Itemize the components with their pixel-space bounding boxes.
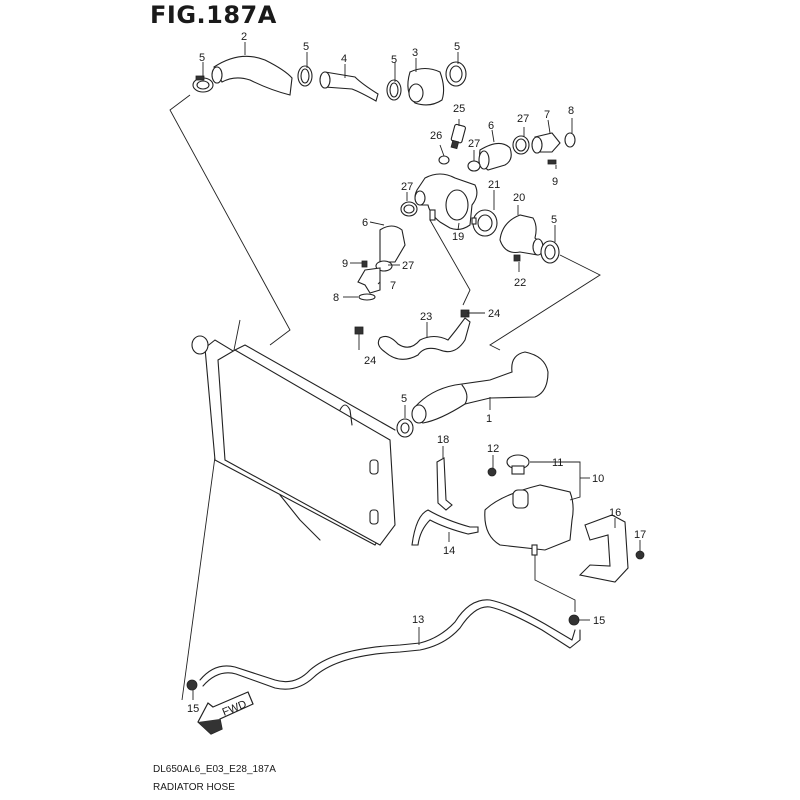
callout-12[interactable]: 12 xyxy=(487,443,499,455)
callout-9[interactable]: 9 xyxy=(342,258,348,270)
callout-1[interactable]: 1 xyxy=(486,413,492,425)
callout-3[interactable]: 3 xyxy=(412,47,418,59)
part-3-hose[interactable] xyxy=(407,67,445,106)
callout-5[interactable]: 5 xyxy=(551,214,557,226)
callout-8[interactable]: 8 xyxy=(568,105,574,117)
part-9-bolt[interactable] xyxy=(547,159,557,165)
callout-25[interactable]: 25 xyxy=(453,103,465,115)
part-17-bolt[interactable] xyxy=(635,550,645,560)
leader-line-tank-drain xyxy=(534,555,576,612)
callout-10[interactable]: 10 xyxy=(592,473,604,485)
callout-23[interactable]: 23 xyxy=(420,311,432,323)
part-5-clamp[interactable] xyxy=(192,75,214,93)
callout-26[interactable]: 26 xyxy=(430,130,442,142)
figure-name: RADIATOR HOSE xyxy=(153,782,235,793)
callout-27[interactable]: 27 xyxy=(401,181,413,193)
part-19-thermostat-housing[interactable] xyxy=(414,173,478,231)
leader-line-hose-1 xyxy=(489,254,601,351)
callout-15[interactable]: 15 xyxy=(187,703,199,715)
part-18-strap[interactable] xyxy=(436,457,453,511)
part-9-bolt[interactable] xyxy=(361,260,368,268)
callout-24[interactable]: 24 xyxy=(488,308,500,320)
callout-5[interactable]: 5 xyxy=(199,52,205,64)
part-5-clamp[interactable] xyxy=(396,418,414,438)
part-15-clamp[interactable] xyxy=(186,679,198,691)
part-6-hose[interactable] xyxy=(478,142,512,171)
callout-17[interactable]: 17 xyxy=(634,529,646,541)
leader-line-radiator-top xyxy=(169,94,291,346)
callout-labels: 2 5 5 4 5 3 5 25 26 6 27 7 8 27 9 27 21 … xyxy=(187,31,646,715)
part-21-thermostat[interactable] xyxy=(471,209,498,237)
radiator xyxy=(191,335,396,546)
part-13-hose[interactable] xyxy=(199,599,581,690)
part-5-clamp[interactable] xyxy=(386,79,402,101)
figure-title: FIG.187A xyxy=(150,1,277,29)
part-16-bracket[interactable] xyxy=(578,514,629,583)
callout-27[interactable]: 27 xyxy=(402,260,414,272)
callout-14[interactable]: 14 xyxy=(443,545,455,557)
callout-5[interactable]: 5 xyxy=(401,393,407,405)
part-20-thermostat-cover[interactable] xyxy=(499,214,544,256)
part-15-clamp[interactable] xyxy=(568,614,580,626)
callout-5[interactable]: 5 xyxy=(391,54,397,66)
part-6-hose[interactable] xyxy=(379,225,406,263)
callout-7[interactable]: 7 xyxy=(544,109,550,121)
part-24-clip[interactable] xyxy=(460,309,470,318)
part-5-clamp[interactable] xyxy=(540,240,560,264)
callout-8[interactable]: 8 xyxy=(333,292,339,304)
part-11-cap[interactable] xyxy=(506,454,530,475)
part-2-hose[interactable] xyxy=(211,55,293,96)
callout-15[interactable]: 15 xyxy=(593,615,605,627)
part-1-hose[interactable] xyxy=(411,351,549,424)
figure-code: DL650AL6_E03_E28_187A xyxy=(153,764,276,775)
part-14-hose[interactable] xyxy=(411,509,479,546)
callout-13[interactable]: 13 xyxy=(412,614,424,626)
part-5-clamp[interactable] xyxy=(297,65,313,87)
part-7-fitting[interactable] xyxy=(357,267,381,294)
callout-leaders xyxy=(192,42,641,700)
callout-5[interactable]: 5 xyxy=(454,41,460,53)
part-10-reservoir-tank[interactable] xyxy=(484,484,574,556)
callout-4[interactable]: 4 xyxy=(341,53,347,65)
forward-direction-arrow: FWD xyxy=(197,691,254,735)
callout-5[interactable]: 5 xyxy=(303,41,309,53)
callout-2[interactable]: 2 xyxy=(241,31,247,43)
callout-27[interactable]: 27 xyxy=(517,113,529,125)
callout-20[interactable]: 20 xyxy=(513,192,525,204)
callout-11[interactable]: 11 xyxy=(552,457,563,469)
part-7-fitting[interactable] xyxy=(531,132,561,154)
callout-21[interactable]: 21 xyxy=(488,179,500,191)
callout-6[interactable]: 6 xyxy=(488,120,494,132)
callout-27[interactable]: 27 xyxy=(468,138,480,150)
callout-16[interactable]: 16 xyxy=(609,507,621,519)
callout-9[interactable]: 9 xyxy=(552,176,558,188)
part-27-clamp[interactable] xyxy=(467,160,481,172)
callout-19[interactable]: 19 xyxy=(452,231,464,243)
part-8-o-ring[interactable] xyxy=(358,293,376,301)
part-27-clamp[interactable] xyxy=(512,135,530,155)
callout-22[interactable]: 22 xyxy=(514,277,526,289)
callout-18[interactable]: 18 xyxy=(437,434,449,446)
part-5-clamp[interactable] xyxy=(445,61,467,87)
part-4-pipe[interactable] xyxy=(319,71,379,102)
part-22-bolt[interactable] xyxy=(513,254,521,262)
part-27-clamp[interactable] xyxy=(400,201,418,217)
part-26-washer[interactable] xyxy=(438,155,450,165)
part-24-clip[interactable] xyxy=(354,326,364,335)
callout-24[interactable]: 24 xyxy=(364,355,376,367)
part-25-sensor[interactable] xyxy=(450,123,466,150)
callout-7[interactable]: 7 xyxy=(390,280,396,292)
part-8-o-ring[interactable] xyxy=(564,132,576,148)
part-12-screw[interactable] xyxy=(487,467,497,477)
callout-6[interactable]: 6 xyxy=(362,217,368,229)
leader-line-thermostat xyxy=(429,219,471,306)
part-23-hose[interactable] xyxy=(377,317,471,360)
